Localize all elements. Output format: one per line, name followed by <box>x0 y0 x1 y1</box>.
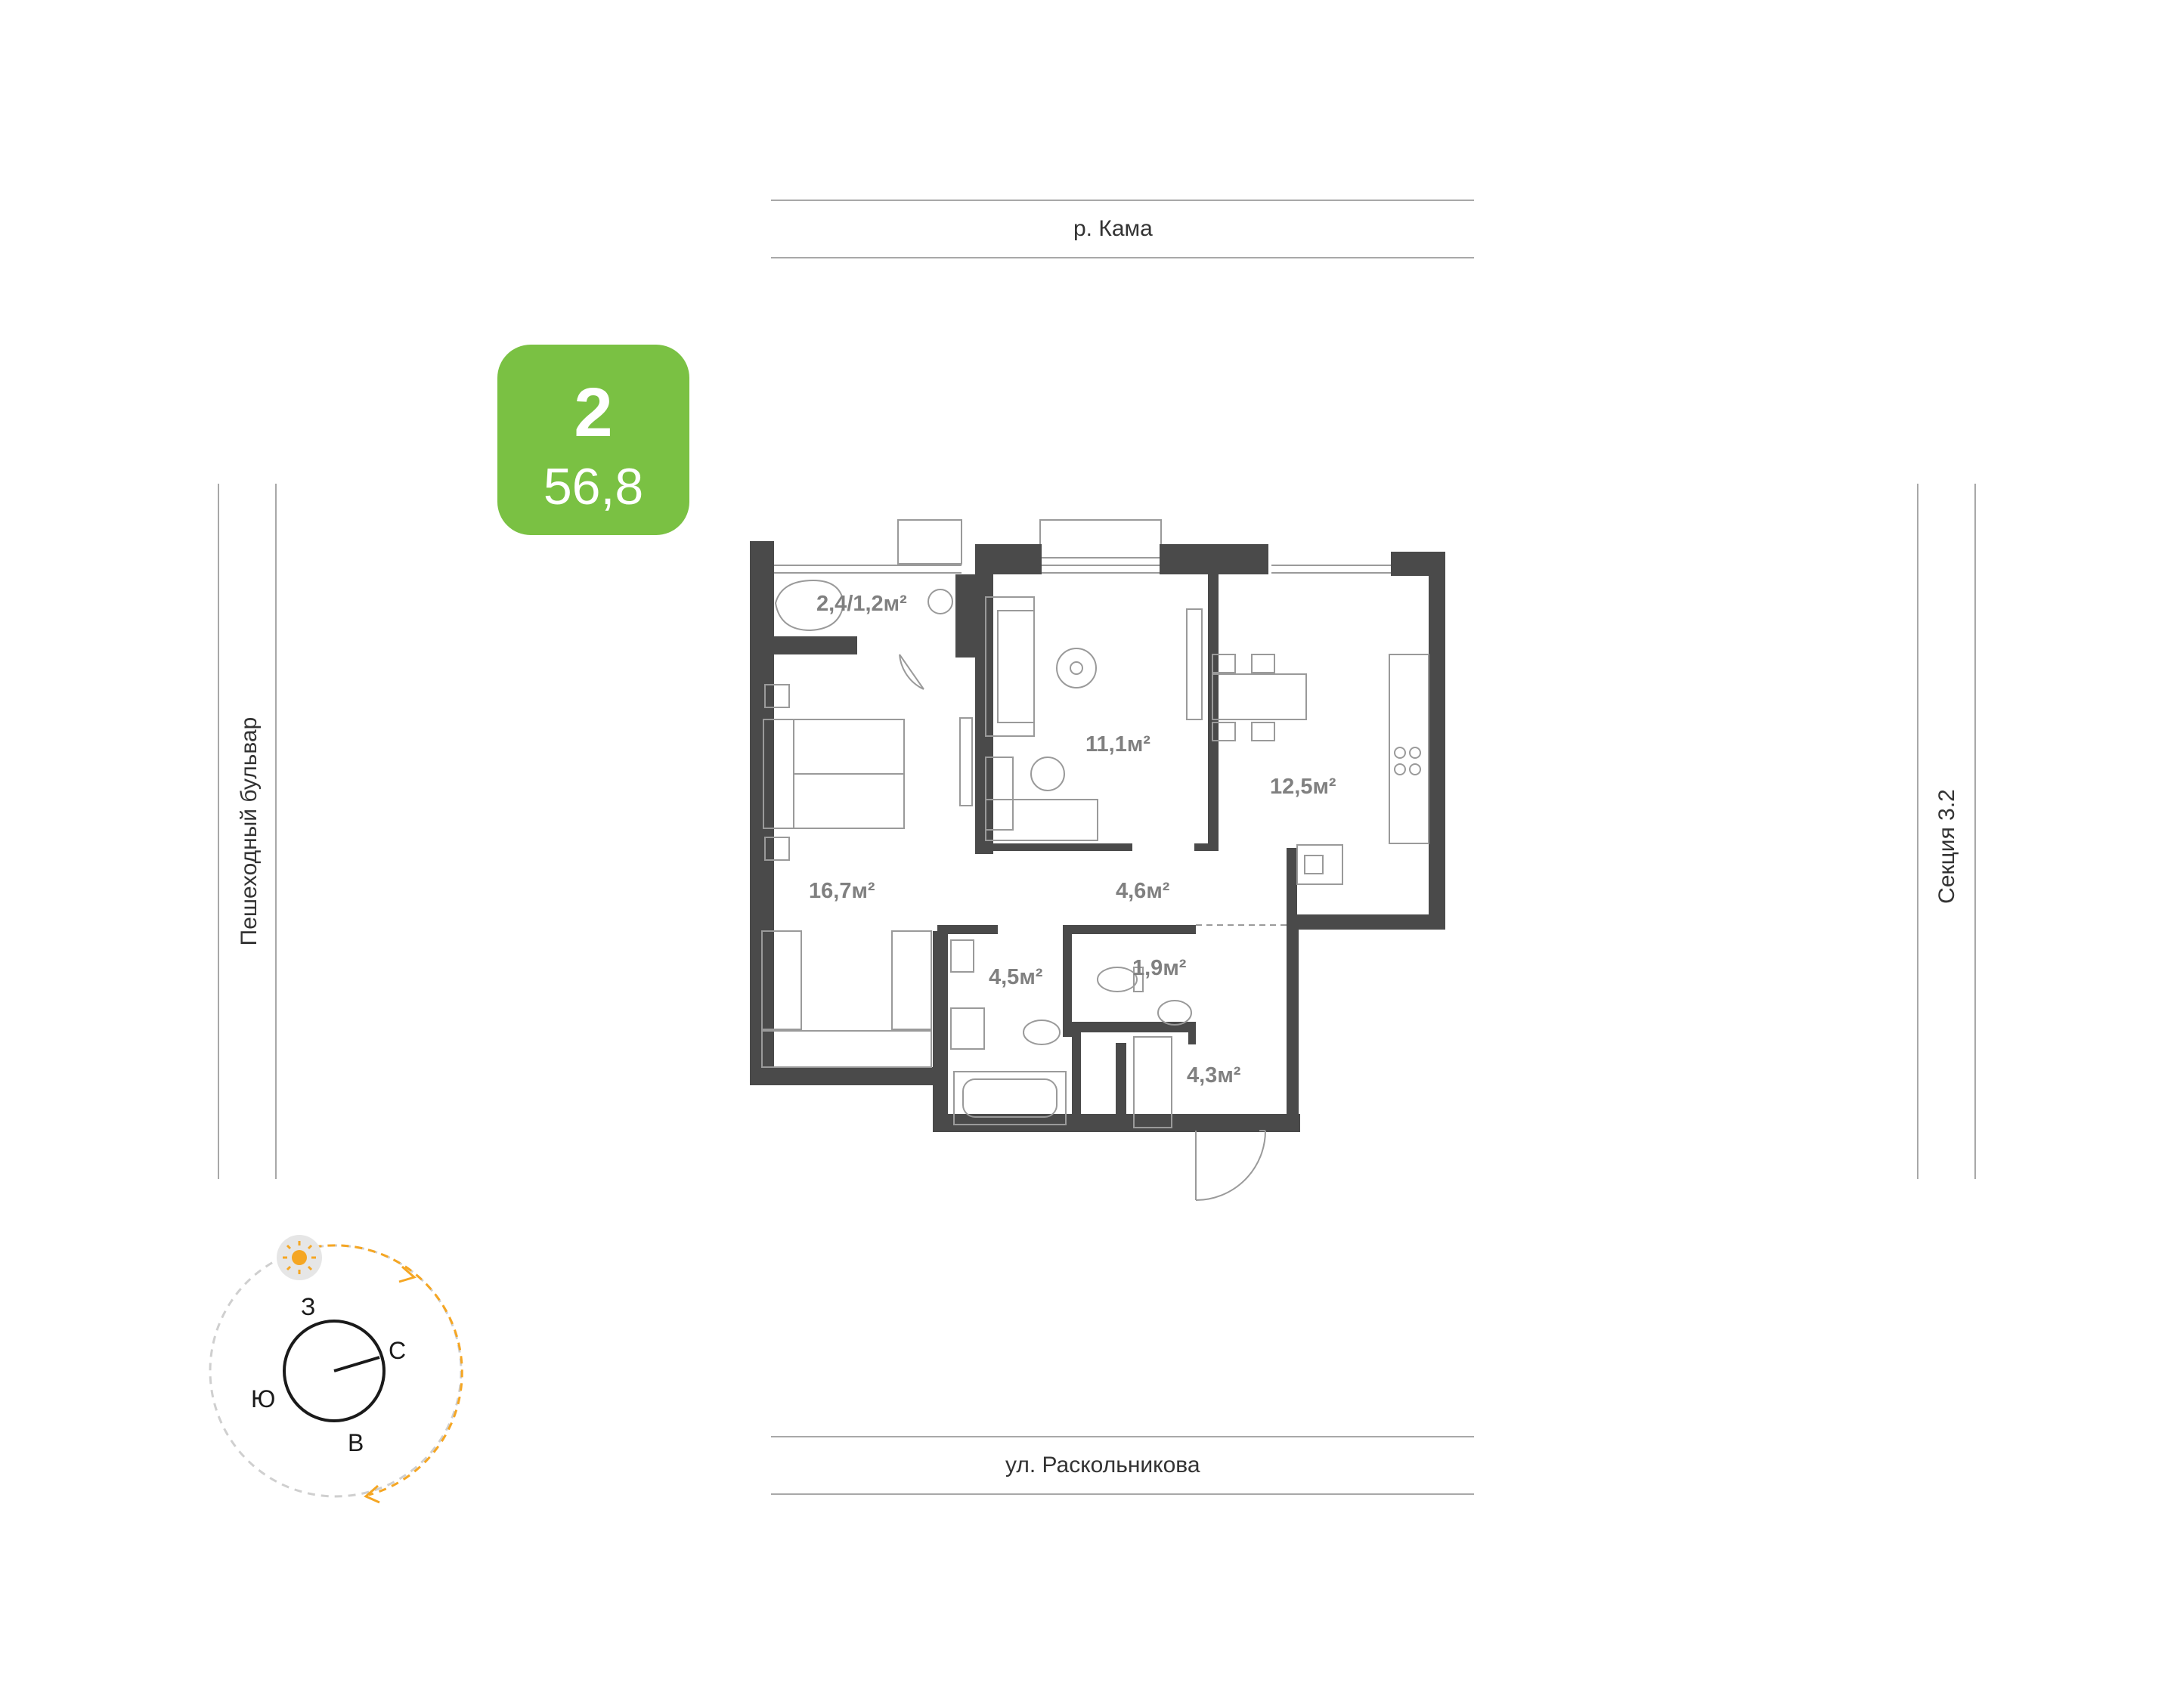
bottom-street-line-2 <box>771 1493 1474 1495</box>
walls <box>750 541 1445 1132</box>
top-street-line-1 <box>771 200 1474 201</box>
toilet-area-label: 1,9м² <box>1132 956 1187 980</box>
compass-east: В <box>348 1429 364 1456</box>
compass-needle <box>333 1356 380 1372</box>
bottom-street-line-1 <box>771 1436 1474 1437</box>
compass: З С Ю В <box>209 1235 463 1504</box>
furniture <box>761 579 1429 1128</box>
left-street-line-2 <box>275 484 277 1179</box>
sun-path-arrow <box>364 1484 380 1504</box>
bottom-street-label: ул. Раскольникова <box>1005 1453 1200 1477</box>
balcony-area-label: 2,4/1,2м² <box>816 592 907 616</box>
apartment-badge: 2 56,8 <box>497 345 689 535</box>
sun-rays <box>283 1241 316 1274</box>
entrance-area-label: 4,3м² <box>1187 1063 1241 1088</box>
compass-north: С <box>389 1337 406 1364</box>
top-street-label: р. Кама <box>1073 216 1153 241</box>
compass-dial <box>283 1320 386 1422</box>
sun-icon <box>292 1250 307 1265</box>
total-area: 56,8 <box>543 458 644 515</box>
compass-west: З <box>301 1293 315 1320</box>
sun-path-arc <box>300 1244 463 1496</box>
hall-area-label: 4,6м² <box>1116 879 1170 903</box>
doors <box>899 654 1287 1201</box>
windows <box>771 519 1392 574</box>
kitchen-area-label: 12,5м² <box>1270 775 1336 799</box>
right-street-line-2 <box>1974 484 1976 1179</box>
left-street-line-1 <box>218 484 219 1179</box>
compass-south: Ю <box>251 1385 275 1413</box>
bedroom-area-label: 16,7м² <box>809 879 875 903</box>
top-street-line-2 <box>771 257 1474 258</box>
right-street-line-1 <box>1917 484 1918 1179</box>
room-count: 2 <box>574 374 613 451</box>
sun-path-arrow-mid <box>398 1265 417 1283</box>
living-room-area-label: 11,1м² <box>1085 732 1150 757</box>
bathroom-area-label: 4,5м² <box>989 965 1043 989</box>
